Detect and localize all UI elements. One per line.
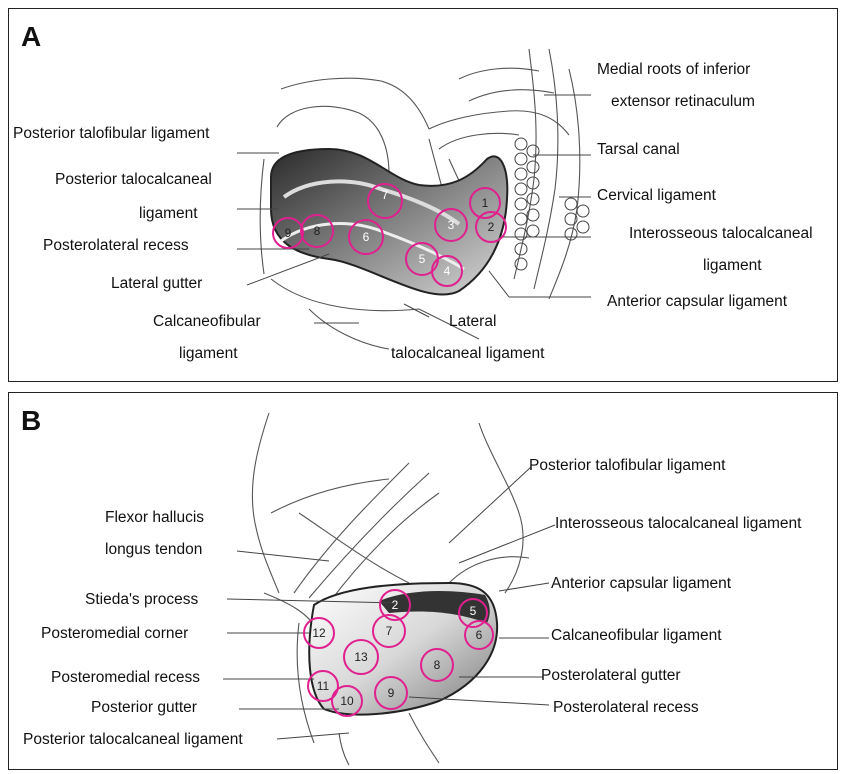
label-interosseous-2: ligament [703, 257, 762, 275]
svg-text:9: 9 [388, 686, 395, 700]
label-lateral-talocalcaneal-2: talocalcaneal ligament [391, 345, 544, 363]
svg-text:2: 2 [488, 220, 495, 234]
svg-text:6: 6 [476, 628, 483, 642]
label-cervical: Cervical ligament [597, 187, 716, 205]
svg-text:4: 4 [444, 264, 451, 278]
label-interosseous-1: Interosseous talocalcaneal [629, 225, 813, 243]
label-lateral-gutter: Lateral gutter [111, 275, 202, 293]
svg-text:10: 10 [340, 694, 354, 708]
label-medial-roots-1: Medial roots of inferior [597, 61, 750, 79]
panel-a-letter: A [21, 21, 41, 53]
label-calcaneofibular-2: ligament [179, 345, 238, 363]
label-anterior-capsular: Anterior capsular ligament [607, 293, 787, 311]
svg-text:5: 5 [470, 604, 477, 618]
svg-text:13: 13 [354, 650, 368, 664]
label-posterior-talocalcaneal-2: ligament [139, 205, 198, 223]
svg-text:7: 7 [382, 188, 389, 202]
label-b-anterior-capsular: Anterior capsular ligament [551, 575, 731, 593]
label-b-posterior-talocalcaneal: Posterior talocalcaneal ligament [23, 731, 243, 749]
label-b-flexor-hallucis-2: longus tendon [105, 541, 202, 559]
svg-text:1: 1 [482, 196, 489, 210]
label-b-posteromedial-recess: Posteromedial recess [51, 669, 200, 687]
panel-b-letter: B [21, 405, 41, 437]
svg-text:9: 9 [285, 226, 292, 240]
svg-text:7: 7 [386, 624, 393, 638]
svg-text:8: 8 [314, 224, 321, 238]
label-posterolateral-recess: Posterolateral recess [43, 237, 189, 255]
label-b-flexor-hallucis-1: Flexor hallucis [105, 509, 204, 527]
label-b-posterolateral-recess: Posterolateral recess [553, 699, 699, 717]
label-b-posterior-talofibular: Posterior talofibular ligament [529, 457, 725, 475]
svg-text:12: 12 [312, 626, 326, 640]
svg-text:2: 2 [392, 598, 399, 612]
label-b-posterolateral-gutter: Posterolateral gutter [541, 667, 681, 685]
svg-text:8: 8 [434, 658, 441, 672]
label-posterior-talofibular: Posterior talofibular ligament [13, 125, 209, 143]
label-b-stieda: Stieda's process [85, 591, 198, 609]
svg-text:3: 3 [448, 218, 455, 232]
panel-a: 1 2 3 4 5 6 7 8 9 A Medial roots of infe… [8, 8, 838, 382]
label-calcaneofibular-1: Calcaneofibular [153, 313, 261, 331]
svg-text:6: 6 [363, 230, 370, 244]
label-b-posteromedial-corner: Posteromedial corner [41, 625, 188, 643]
label-medial-roots-2: extensor retinaculum [611, 93, 755, 111]
label-tarsal-canal: Tarsal canal [597, 141, 680, 159]
label-b-interosseous: Interosseous talocalcaneal ligament [555, 515, 801, 533]
joint-recess [271, 149, 507, 295]
svg-text:11: 11 [317, 679, 330, 693]
label-posterior-talocalcaneal-1: Posterior talocalcaneal [55, 171, 212, 189]
label-lateral-talocalcaneal-1: Lateral [449, 313, 496, 331]
svg-text:5: 5 [419, 252, 426, 266]
panel-b: 2 5 6 7 8 9 10 11 12 13 B Posterior talo… [8, 392, 838, 770]
label-b-calcaneofibular: Calcaneofibular ligament [551, 627, 722, 645]
label-b-posterior-gutter: Posterior gutter [91, 699, 197, 717]
